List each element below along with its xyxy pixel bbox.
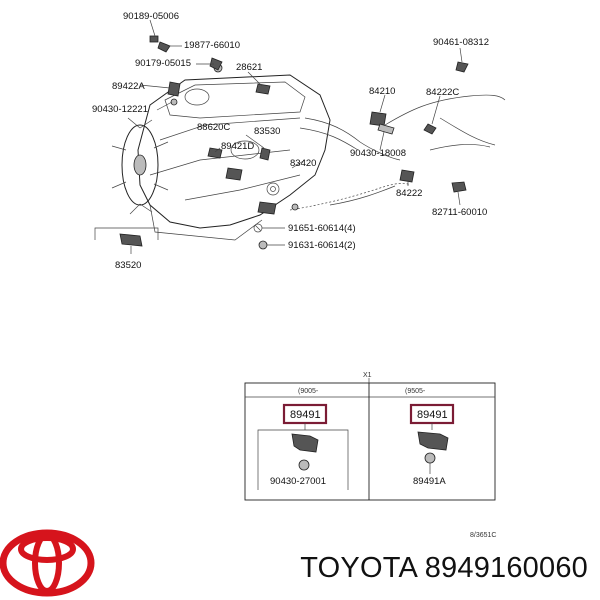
part-labels: 90189-05006 19877-66010 90179-05015 2862… — [92, 11, 489, 271]
inset-table: X1 (9005- (9505- 89491 90430-27001 89491… — [244, 372, 496, 501]
reference-code: 8/3651C — [470, 532, 496, 539]
switch-83530-icon — [259, 147, 271, 161]
label-91651: 91651-60614(4) — [288, 223, 356, 234]
left-highlight-label: 89491 — [290, 409, 321, 421]
switch-83520-icon — [119, 233, 143, 247]
label-88620C: 88620C — [197, 122, 230, 133]
label-89421D: 89421D — [221, 141, 254, 152]
label-90461: 90461-08312 — [433, 37, 489, 48]
sensor-84210-icon — [369, 111, 387, 127]
label-90430-12221: 90430-12221 — [92, 104, 148, 115]
label-90189: 90189-05006 — [123, 11, 179, 22]
brand-part-caption: TOYOTA 8949160060 — [300, 552, 588, 585]
connector-84222-icon — [399, 169, 415, 183]
part-symbols — [94, 35, 469, 250]
clip-icon — [157, 41, 171, 53]
label-89422A: 89422A — [112, 81, 145, 92]
label-90430-18008: 90430-18008 — [350, 148, 406, 159]
left-switch-icon — [291, 433, 319, 453]
engine-outline — [111, 74, 506, 241]
left-sub-label: 90430-27001 — [270, 476, 326, 487]
label-84222: 84222 — [396, 188, 422, 199]
right-highlight-label: 89491 — [417, 409, 448, 421]
label-19877: 19877-66010 — [184, 40, 240, 51]
inset-left-header: (9005- — [298, 388, 319, 395]
inset-frame — [244, 382, 496, 501]
toyota-logo-icon — [0, 529, 95, 597]
bracket-line — [94, 227, 159, 240]
label-83420: 83420 — [290, 158, 316, 169]
right-sub-label: 89491A — [413, 476, 446, 487]
leader-lines — [130, 19, 463, 254]
bolt-90461-icon — [455, 61, 469, 73]
inset-right-header: (9505- — [405, 388, 426, 395]
sensor-89422A-icon — [167, 81, 181, 97]
label-84210: 84210 — [369, 86, 395, 97]
fan-icon — [111, 117, 169, 215]
label-91631: 91631-60614(2) — [288, 240, 356, 251]
brand-name: TOYOTA — [300, 552, 417, 584]
right-switch-icon — [417, 431, 449, 451]
sensor-icon — [255, 83, 271, 95]
bolt-icon — [149, 35, 159, 43]
label-83530: 83530 — [254, 126, 280, 137]
part-number: 8949160060 — [424, 552, 588, 584]
label-28621: 28621 — [236, 62, 262, 73]
label-82711: 82711-60010 — [432, 207, 487, 218]
left-gasket-icon — [298, 459, 310, 471]
right-gasket-icon — [424, 452, 436, 464]
label-83520: 83520 — [115, 260, 141, 271]
label-84222C: 84222C — [426, 87, 459, 98]
inset-marker: X1 — [363, 372, 372, 379]
label-90179: 90179-05015 — [135, 58, 191, 69]
